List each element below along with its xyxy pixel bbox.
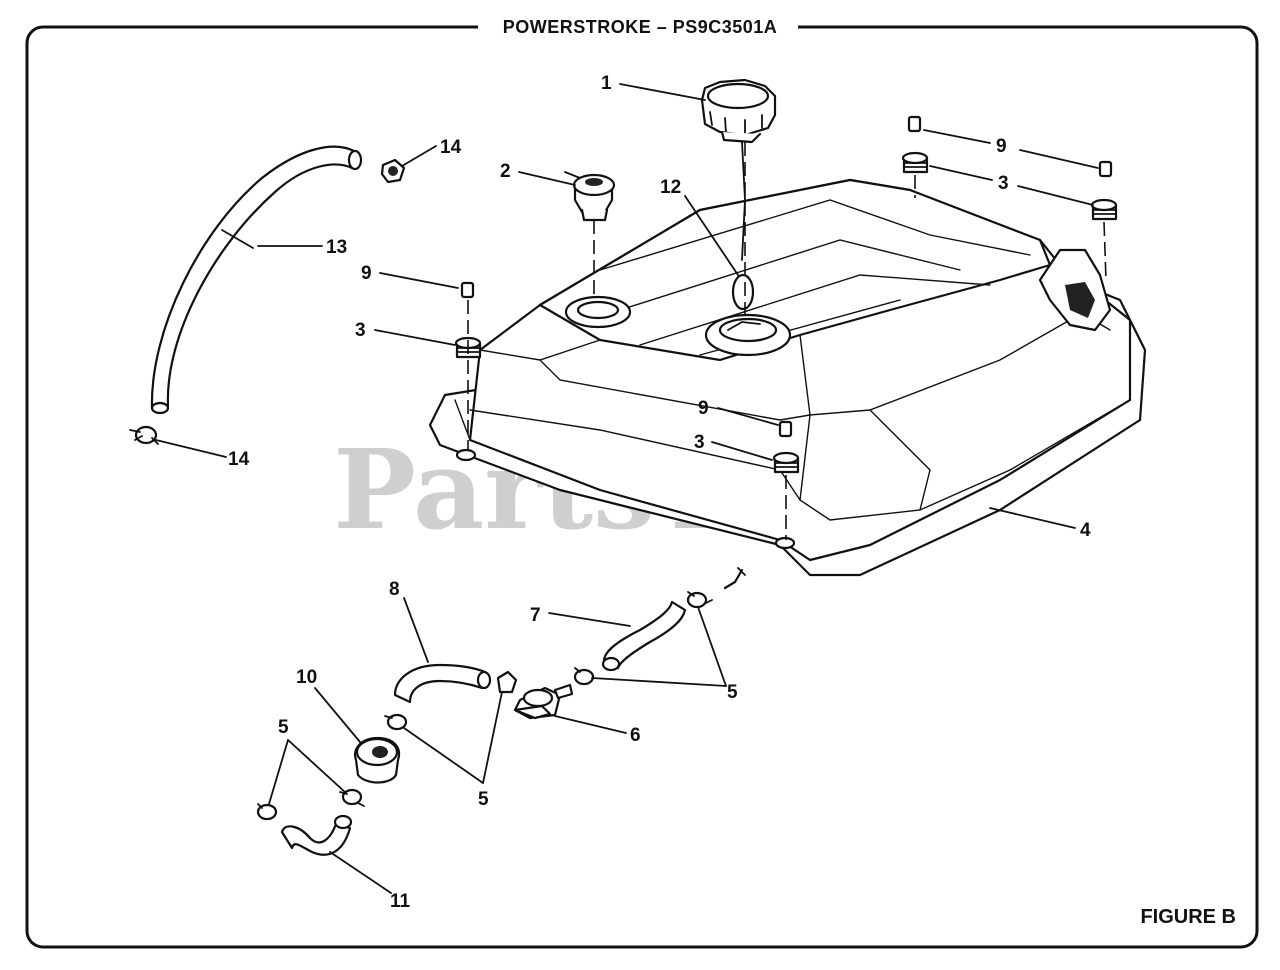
tether-ring xyxy=(731,273,755,311)
callout-10: 10 xyxy=(296,667,317,688)
callout-9-center: 9 xyxy=(698,398,709,419)
fuel-hose-lower xyxy=(393,663,492,704)
callout-11: 11 xyxy=(390,891,411,912)
callout-5-right: 5 xyxy=(727,682,738,703)
callout-12: 12 xyxy=(660,177,681,198)
grommet-right-rear xyxy=(1090,198,1118,221)
callout-14-bottom: 14 xyxy=(228,449,250,470)
spacer-right-front xyxy=(907,115,922,133)
grommet-center xyxy=(772,451,800,474)
breather-hose xyxy=(150,145,363,415)
callout-9-right: 9 xyxy=(996,136,1007,157)
hose-clip-top xyxy=(380,158,406,184)
callout-14-top: 14 xyxy=(440,137,462,158)
callout-3-center: 3 xyxy=(694,432,705,453)
hose-clip-bottom xyxy=(129,425,159,445)
fuel-hose-carb xyxy=(280,814,353,856)
callout-8: 8 xyxy=(389,579,400,600)
right-rear-mount-alignment xyxy=(1103,221,1107,281)
fuel-shutoff-valve xyxy=(513,683,574,720)
callout-6: 6 xyxy=(630,725,641,746)
fuel-tank xyxy=(428,178,1147,590)
callout-1: 1 xyxy=(601,73,612,94)
title-backdrop xyxy=(478,14,798,40)
fuel-cap xyxy=(700,78,777,144)
callout-13: 13 xyxy=(326,237,347,258)
leader-lines xyxy=(155,83,1099,894)
fuel-hose-upper xyxy=(601,600,687,672)
spacer-center xyxy=(778,420,793,438)
fuel-filter xyxy=(354,736,401,784)
clamp-hose-8-start xyxy=(384,713,408,731)
clamp-hose-8-end xyxy=(496,670,518,694)
clamp-tank-outlet xyxy=(686,591,713,609)
vent-valve xyxy=(564,171,616,222)
diagram-title: POWERSTROKE – PS9C3501A xyxy=(503,17,778,37)
grommet-right-front xyxy=(901,151,929,174)
callout-2: 2 xyxy=(500,161,511,182)
callout-5-left: 5 xyxy=(278,717,289,738)
clamp-hose-11 xyxy=(256,803,278,821)
callout-7: 7 xyxy=(530,605,541,626)
cap-tether xyxy=(741,141,746,261)
clamp-valve-outlet xyxy=(573,667,595,686)
figure-label: FIGURE B xyxy=(1140,906,1236,928)
spacer-right-rear xyxy=(1098,160,1113,178)
clamp-filter-outlet xyxy=(339,788,365,807)
callout-3-right: 3 xyxy=(998,173,1009,194)
callout-9-left: 9 xyxy=(361,263,372,284)
callout-3-left: 3 xyxy=(355,320,366,341)
callout-5-center: 5 xyxy=(478,789,489,810)
spacer-left xyxy=(460,281,475,299)
callout-4: 4 xyxy=(1080,520,1091,541)
